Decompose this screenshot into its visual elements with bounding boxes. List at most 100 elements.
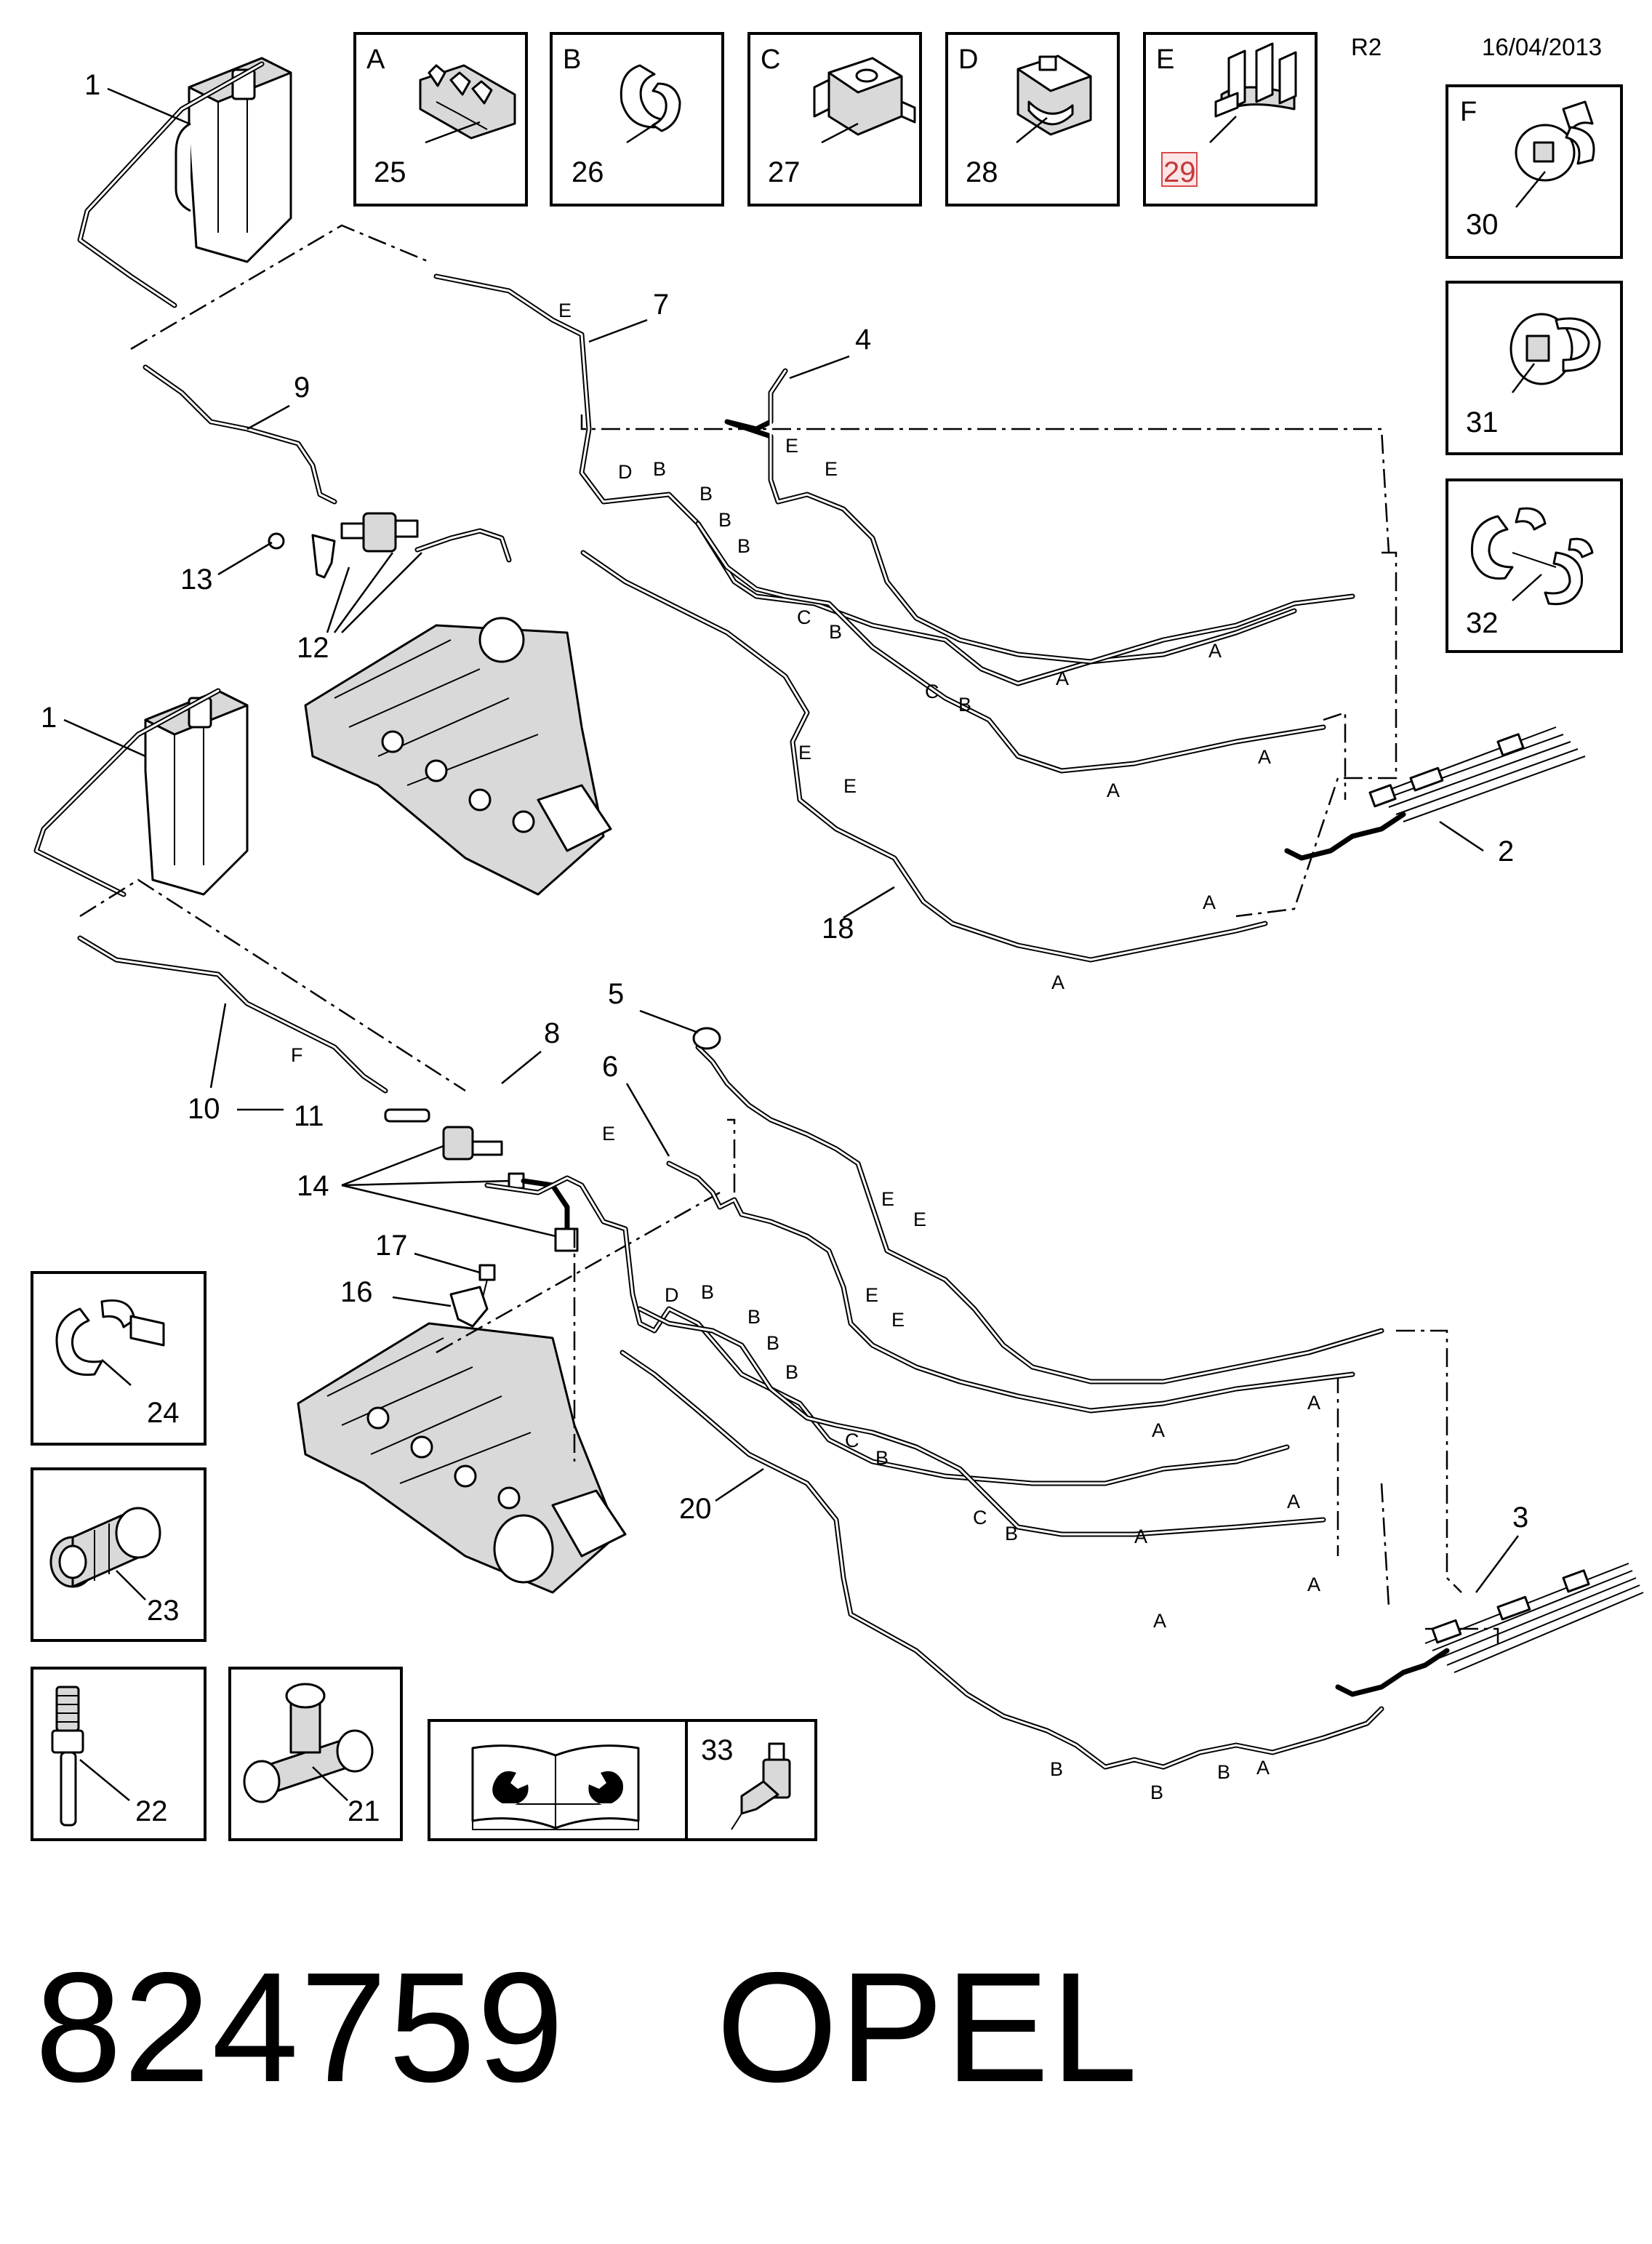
fitting-box-part-number: 33 [701, 1734, 734, 1766]
clip-box-part-number: 29 [1163, 156, 1196, 188]
fitting-box-part-number: 21 [348, 1795, 380, 1827]
clip-letter: E [558, 300, 572, 321]
clip-letter: C [925, 681, 939, 702]
callout-17: 17 [375, 1230, 408, 1262]
clip-c-icon [813, 57, 916, 136]
clip-box-a: A 25 [353, 32, 528, 207]
clip-letter: B [653, 458, 666, 480]
clip-letter: F [291, 1044, 303, 1066]
clip-box-f: F 30 [1446, 84, 1623, 259]
clip-box-part-number: 30 [1466, 209, 1499, 241]
clip-24-icon [55, 1299, 165, 1377]
clip-box-letter: C [761, 44, 780, 75]
lower-assembly: 8 6 5 20 3 [436, 978, 1644, 1770]
fitting-box-21: 21 [228, 1667, 403, 1841]
clip-letter: A [1152, 1419, 1165, 1441]
fitting-box-24: 24 [31, 1271, 206, 1446]
callout-7: 7 [653, 289, 669, 321]
clip-letter: B [829, 621, 842, 643]
pipe-connector-icon [51, 1686, 84, 1827]
clip-letter: B [766, 1332, 779, 1354]
bracket-13-icon [268, 532, 336, 579]
clip-box-part-number: 31 [1466, 406, 1499, 438]
callout-20: 20 [679, 1493, 712, 1525]
clip-box-part-number: 27 [768, 156, 801, 188]
clip-letter: B [1217, 1761, 1230, 1783]
clip-letter: D [665, 1284, 679, 1306]
clip-box-b: B 26 [550, 32, 724, 207]
clip-letter: C [973, 1507, 987, 1528]
bleed-valve-icon [731, 1742, 791, 1830]
callout-18: 18 [822, 913, 854, 945]
intake-manifold-lower-icon [297, 1322, 627, 1594]
clip-letter: E [891, 1309, 905, 1331]
callout-13: 13 [180, 564, 213, 596]
clip-letter: A [1051, 971, 1064, 993]
clip-box-part-number: 28 [966, 156, 998, 188]
callout-6: 6 [602, 1051, 618, 1083]
clip-box-letter: D [958, 44, 978, 75]
union-fitting-icon [49, 1507, 161, 1588]
clip-letter: A [1153, 1610, 1166, 1632]
clip-letter: E [881, 1188, 894, 1210]
bracket-16-icon [449, 1286, 489, 1328]
clip-letter: E [798, 742, 811, 764]
clip-32-icon [1470, 507, 1594, 606]
clip-letter: B [1050, 1758, 1063, 1780]
clip-letter: A [1134, 1526, 1147, 1547]
clip-d-icon [1017, 55, 1092, 136]
fitting-box-part-number: 22 [135, 1795, 168, 1827]
part-code: 824759 [35, 1939, 566, 2115]
clip-letter: E [913, 1209, 926, 1230]
clip-letter: B [737, 535, 750, 557]
callout-12: 12 [297, 632, 329, 664]
clip-letter: B [701, 1281, 714, 1303]
clip-letters-lower: F E E E E E D B B B B C B C B A A A A A … [291, 1044, 1320, 1803]
callout-5: 5 [608, 978, 624, 1010]
clip-letter: B [958, 694, 971, 716]
date-label: 16/04/2013 [1482, 33, 1602, 60]
clip-letter: B [785, 1361, 798, 1383]
revision-label: R2 [1351, 33, 1382, 60]
clip-box-letter: B [563, 44, 581, 75]
clip-letters-upper: E E E D B B B B C B C B A A A A E E A A [558, 300, 1271, 993]
clip-box-letter: F [1460, 97, 1477, 127]
clip-b-icon [620, 64, 681, 132]
clip-letter: B [1150, 1782, 1163, 1803]
clip-box-d: D 28 [945, 32, 1120, 207]
clip-letter: E [602, 1123, 615, 1145]
purge-valve-icon [340, 512, 512, 563]
solenoid-14-icon [442, 1126, 579, 1252]
fitting-box-part-number: 23 [147, 1595, 180, 1627]
reservoir-lower-icon [144, 689, 249, 896]
service-manual-icon [471, 1744, 640, 1830]
clip-letter: A [1256, 1757, 1270, 1779]
callout-9: 9 [294, 372, 310, 404]
clip-letter: B [1005, 1523, 1018, 1544]
clip-box-32: 32 [1446, 478, 1623, 653]
clip-e-icon [1214, 42, 1297, 118]
clip-box-c: C 27 [747, 32, 922, 207]
manual-reference-box: 33 [428, 1719, 817, 1841]
clip-f-icon [1515, 100, 1595, 182]
callout-10: 10 [188, 1093, 220, 1125]
clip-31-icon [1509, 313, 1601, 385]
middle-assembly: 1 10 11 14 17 16 [33, 688, 627, 1594]
callout-16: 16 [340, 1276, 373, 1308]
clip-letter: E [785, 435, 798, 457]
clip-box-letter: A [366, 44, 385, 75]
clip-letter: A [1287, 1491, 1300, 1512]
brand-name: OPEL [716, 1939, 1139, 2115]
callout-11: 11 [294, 1100, 324, 1132]
clip-box-part-number: 25 [374, 156, 406, 188]
clip-letter: A [1203, 891, 1216, 913]
callout-4: 4 [855, 324, 871, 356]
clip-letter: A [1307, 1574, 1320, 1595]
clip-box-letter: E [1156, 44, 1174, 75]
clip-letter: A [1107, 780, 1120, 801]
clip-box-e: E 29 [1143, 32, 1318, 207]
clip-letter: C [845, 1430, 859, 1451]
intake-manifold-upper-icon [304, 617, 612, 896]
clip-letter: B [699, 483, 713, 505]
